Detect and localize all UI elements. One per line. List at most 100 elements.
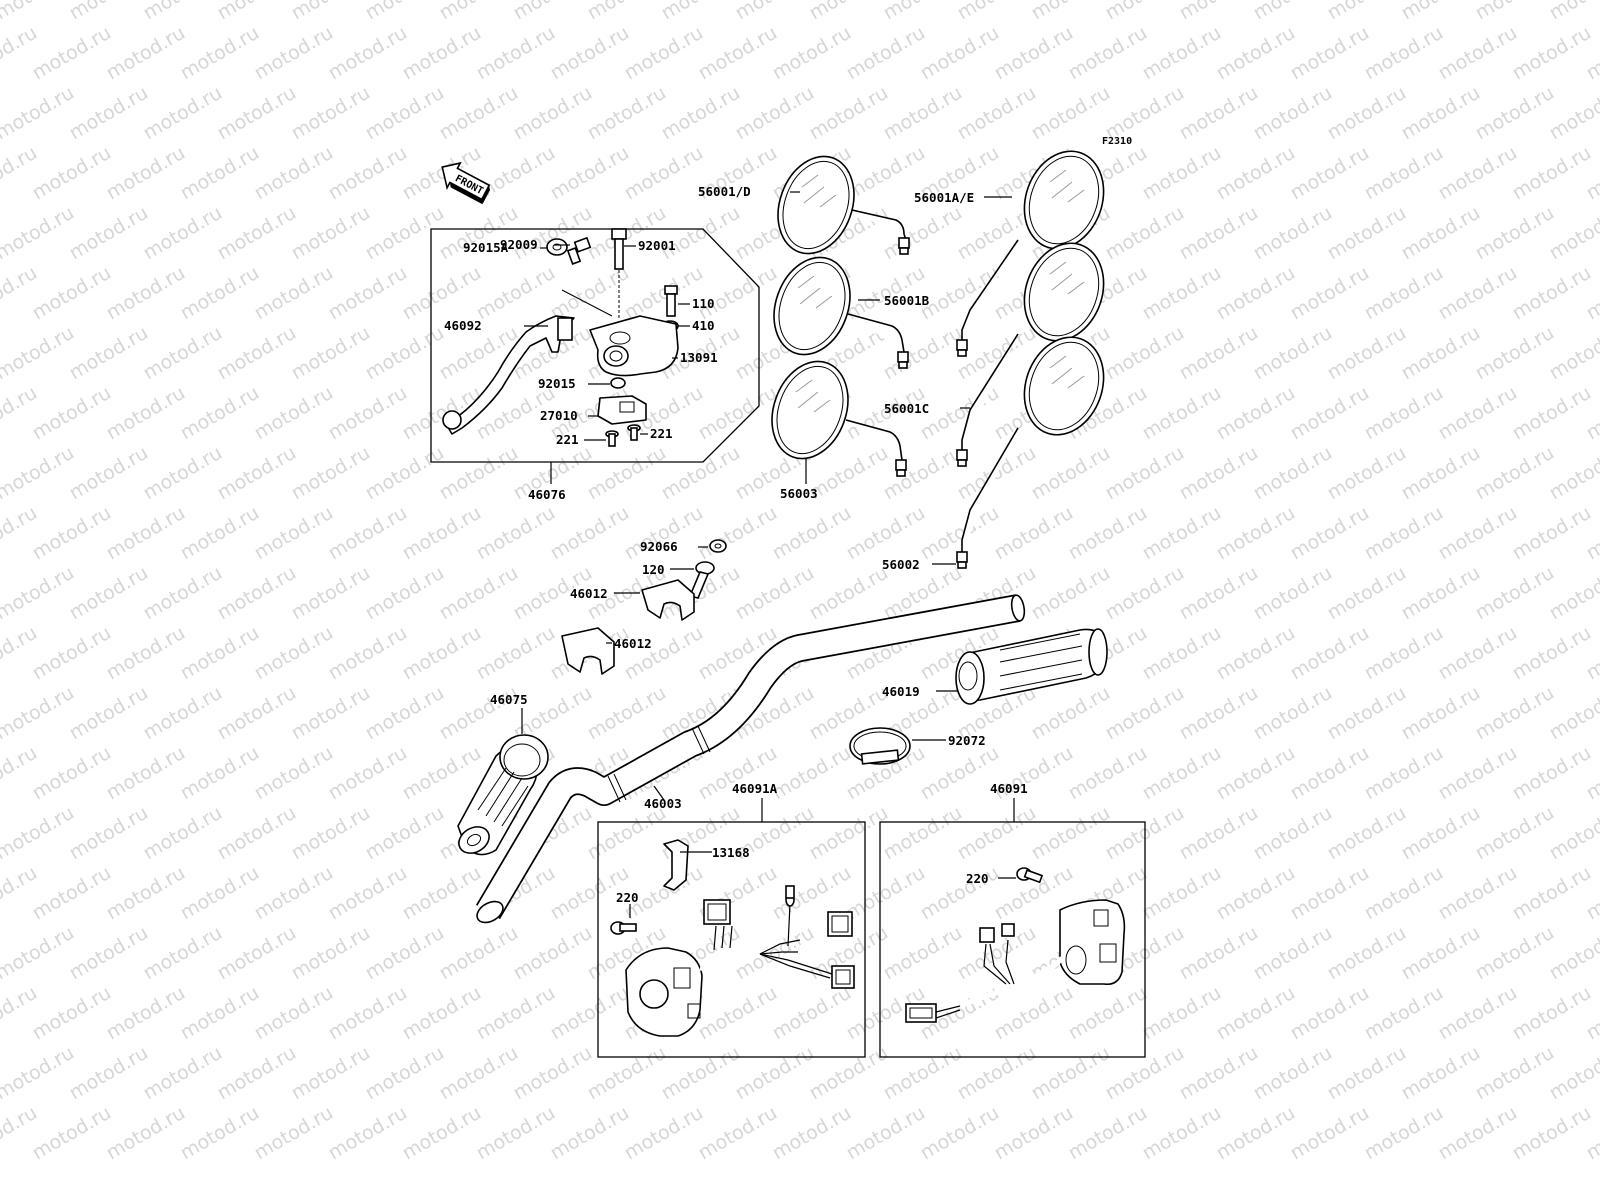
watermark-text: motod.ru: [1361, 1102, 1447, 1165]
watermark-text: motod.ru: [1028, 442, 1114, 505]
switch-box-46091: [879, 821, 1146, 1058]
watermark-text: motod.ru: [66, 562, 152, 625]
watermark-text: motod.ru: [1028, 82, 1114, 145]
watermark-text: motod.ru: [66, 202, 152, 265]
watermark-text: motod.ru: [140, 202, 226, 265]
watermark-text: motod.ru: [954, 0, 1040, 24]
watermark-text: motod.ru: [325, 262, 411, 325]
watermark-text: motod.ru: [29, 622, 115, 685]
watermark-text: motod.ru: [288, 562, 374, 625]
watermark-text: motod.ru: [214, 922, 300, 985]
watermark-text: motod.ru: [140, 0, 226, 24]
watermark-text: motod.ru: [0, 442, 78, 505]
nut-92015a: [546, 238, 568, 256]
watermark-text: motod.ru: [0, 682, 78, 745]
watermark-text: motod.ru: [66, 322, 152, 385]
watermark-text: motod.ru: [140, 682, 226, 745]
watermark-text: motod.ru: [214, 802, 300, 865]
watermark-text: motod.ru: [436, 442, 522, 505]
watermark-text: motod.ru: [880, 202, 966, 265]
watermark-text: motod.ru: [1176, 202, 1262, 265]
watermark-text: motod.ru: [954, 82, 1040, 145]
watermark-text: motod.ru: [732, 0, 818, 24]
mirror-56003: [771, 360, 907, 477]
watermark-text: motod.ru: [1546, 682, 1600, 745]
watermark-text: motod.ru: [1435, 262, 1521, 325]
watermark-text: motod.ru: [0, 1042, 78, 1105]
watermark-text: motod.ru: [769, 742, 855, 805]
watermark-text: motod.ru: [732, 82, 818, 145]
bolt-110: [664, 285, 678, 317]
watermark-text: motod.ru: [1472, 802, 1558, 865]
watermark-text: motod.ru: [658, 82, 744, 145]
watermark-text: motod.ru: [510, 82, 596, 145]
watermark-text: motod.ru: [1361, 262, 1447, 325]
watermark-text: motod.ru: [1139, 1102, 1225, 1165]
watermark-text: motod.ru: [103, 22, 189, 85]
watermark-text: motod.ru: [1472, 322, 1558, 385]
watermark-text: motod.ru: [695, 1102, 781, 1165]
watermark-text: motod.ru: [177, 142, 263, 205]
watermark-text: motod.ru: [695, 22, 781, 85]
watermark-text: motod.ru: [1398, 202, 1484, 265]
watermark-text: motod.ru: [177, 502, 263, 565]
watermark-text: motod.ru: [66, 1042, 152, 1105]
watermark-text: motod.ru: [1361, 742, 1447, 805]
label-56001-c: 56001C: [884, 401, 929, 416]
watermark-text: motod.ru: [1102, 202, 1188, 265]
watermark-text: motod.ru: [288, 82, 374, 145]
watermark-text: motod.ru: [1065, 982, 1151, 1045]
watermark-text: motod.ru: [547, 982, 633, 1045]
handlebar-46003: [475, 594, 1026, 924]
watermark-text: motod.ru: [177, 622, 263, 685]
watermark-text: motod.ru: [29, 142, 115, 205]
watermark-text: motod.ru: [251, 862, 337, 925]
watermark-text: motod.ru: [1509, 742, 1595, 805]
switch-housing-right: [905, 899, 1126, 1023]
watermark-text: motod.ru: [399, 622, 485, 685]
watermark-text: motod.ru: [1509, 262, 1595, 325]
watermark-text: motod.ru: [325, 502, 411, 565]
watermark-text: motod.ru: [473, 622, 559, 685]
watermark-text: motod.ru: [806, 82, 892, 145]
switch-box-46091a: [597, 821, 866, 1058]
watermark-text: motod.ru: [1287, 142, 1373, 205]
screw-221-a: [605, 430, 619, 447]
watermark-text: motod.ru: [806, 0, 892, 24]
watermark-text: motod.ru: [769, 22, 855, 85]
watermark-text: motod.ru: [1287, 742, 1373, 805]
watermark-text: motod.ru: [658, 202, 744, 265]
watermark-text: motod.ru: [1324, 802, 1410, 865]
watermark-text: motod.ru: [66, 922, 152, 985]
watermark-text: motod.ru: [769, 502, 855, 565]
watermark-text: motod.ru: [1139, 22, 1225, 85]
watermark-text: motod.ru: [0, 562, 78, 625]
watermark-text: motod.ru: [1102, 442, 1188, 505]
watermark-text: motod.ru: [325, 1102, 411, 1165]
watermark-text: motod.ru: [66, 0, 152, 24]
label-56003: 56003: [780, 486, 818, 501]
watermark-text: motod.ru: [1398, 1042, 1484, 1105]
nut-92015: [610, 377, 626, 389]
watermark-text: motod.ru: [1398, 682, 1484, 745]
watermark-text: motod.ru: [29, 22, 115, 85]
watermark-text: motod.ru: [1324, 442, 1410, 505]
watermark-text: motod.ru: [29, 742, 115, 805]
watermark-text: motod.ru: [399, 982, 485, 1045]
watermark-text: motod.ru: [1509, 982, 1595, 1045]
watermark-text: motod.ru: [1509, 502, 1595, 565]
watermark-text: motod.ru: [991, 502, 1077, 565]
label-46076: 46076: [528, 487, 566, 502]
watermark-text: motod.ru: [0, 802, 78, 865]
watermark-text: motod.ru: [1250, 1042, 1336, 1105]
watermark-text: motod.ru: [695, 502, 781, 565]
watermark-text: motod.ru: [362, 0, 448, 24]
watermark-text: motod.ru: [1287, 982, 1373, 1045]
watermark-text: motod.ru: [66, 82, 152, 145]
clamp-46012-lower: [561, 627, 615, 675]
watermark-text: motod.ru: [1139, 502, 1225, 565]
watermark-text: motod.ru: [177, 382, 263, 445]
watermark-text: motod.ru: [140, 562, 226, 625]
watermark-text: motod.ru: [954, 922, 1040, 985]
watermark-text: motod.ru: [1546, 0, 1600, 24]
